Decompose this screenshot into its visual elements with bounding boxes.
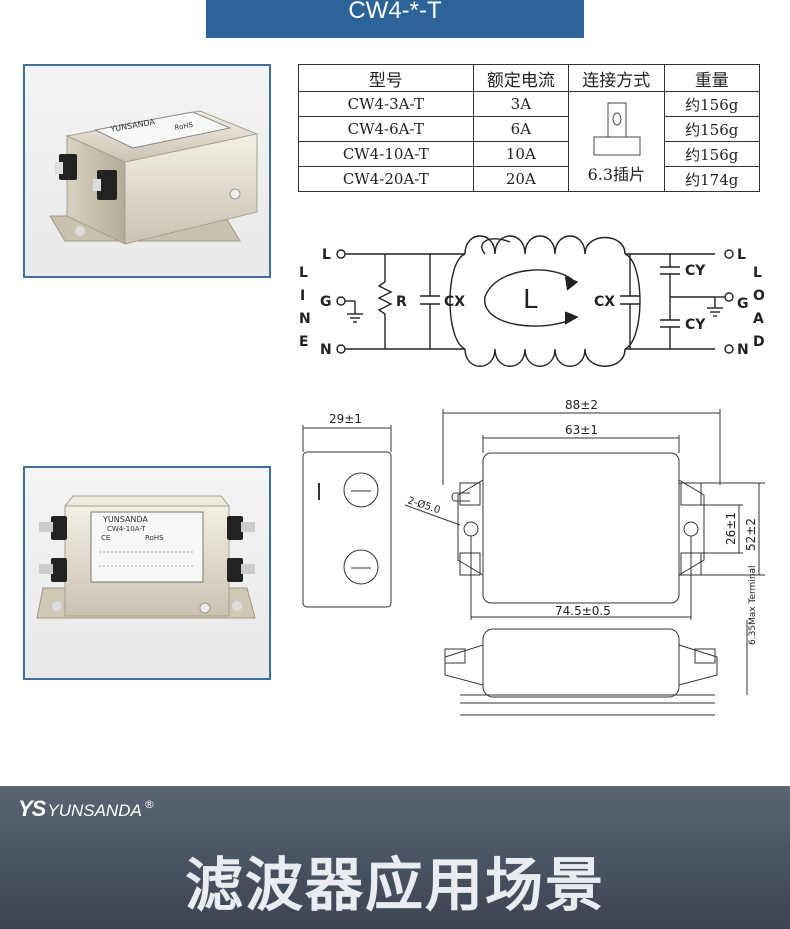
dim-body-width: 63±1	[565, 423, 598, 437]
section-title: 滤波器应用场景	[184, 851, 605, 919]
page-title-banner: CW4-*-T	[206, 0, 584, 38]
cell-weight: 约156g	[663, 141, 761, 167]
load-letter: D	[753, 334, 765, 350]
cell-model: CW4-3A-T	[298, 91, 474, 117]
label-inductor: L	[523, 285, 538, 315]
header-connection: 连接方式	[568, 64, 665, 92]
cell-weight: 约156g	[663, 116, 761, 142]
filter-photo-illustration-front: YUNSANDA CW4-10A-T CE RoHS	[36, 495, 256, 619]
cell-current: 3A	[472, 91, 570, 117]
dimension-drawing: 29±1 88±2 63±1 74.5±0.5 2-Ø5.0 26±1 52±2…	[302, 398, 765, 716]
line-letter: L	[299, 265, 308, 281]
photo2-brand: YUNSANDA	[102, 515, 148, 524]
label-cx-right: CX	[594, 294, 615, 310]
photo2-model: CW4-10A-T	[107, 525, 146, 533]
brand-logo-group: YS YUNSANDA ®	[18, 796, 155, 822]
brand-registered-mark: ®	[143, 798, 155, 811]
header-model: 型号	[298, 64, 474, 92]
brand-logo: YS	[18, 796, 46, 821]
label-cx-left: CX	[444, 294, 465, 310]
product-photo-top: YUNSANDA RoHS	[23, 64, 271, 278]
dim-overall-width: 88±2	[565, 398, 598, 412]
tab-terminal-icon	[593, 102, 641, 155]
terminal-right-l: L	[737, 247, 746, 263]
table-row: CW4-20A-T 20A 约174g	[298, 166, 761, 192]
dim-hole-spacing: 74.5±0.5	[555, 604, 611, 618]
load-letter: O	[753, 288, 765, 304]
photo2-rohs: RoHS	[145, 534, 164, 542]
table-row: CW4-3A-T 3A 6.3插片 约156g	[298, 91, 761, 192]
header-current: 额定电流	[472, 64, 570, 92]
label-cy-top: CY	[685, 263, 706, 279]
circuit-schematic: L G N L G N L I N E L O A D R CX CX CY C…	[299, 235, 765, 367]
table-row: CW4-6A-T 6A 约156g	[298, 116, 761, 142]
footer-banner: YS YUNSANDA ® 滤波器应用场景	[0, 786, 790, 929]
cell-model: CW4-10A-T	[298, 141, 474, 167]
line-letter: N	[299, 311, 311, 327]
terminal-right-n: N	[737, 342, 749, 358]
terminal-right-g: G	[737, 296, 749, 312]
cell-model: CW4-20A-T	[298, 166, 474, 192]
product-photo-bottom: YUNSANDA CW4-10A-T CE RoHS	[23, 466, 271, 680]
spec-table: 型号 额定电流 连接方式 重量 CW4-3A-T 3A 6.3插片 约156g …	[298, 64, 761, 192]
line-letter: E	[299, 334, 309, 350]
load-letter: L	[753, 265, 762, 281]
label-r: R	[396, 294, 407, 310]
cell-model: CW4-6A-T	[298, 116, 474, 142]
spec-table-header-row: 型号 额定电流 连接方式 重量	[298, 64, 761, 92]
cell-current: 10A	[472, 141, 570, 167]
table-row: CW4-10A-T 10A 约156g	[298, 141, 761, 167]
photo1-rohs: RoHS	[174, 121, 194, 132]
load-letter: A	[753, 311, 764, 327]
dim-terminal: 6.35Max Terminal	[748, 565, 758, 645]
filter-photo-illustration: YUNSANDA RoHS	[49, 110, 259, 245]
connection-label: 6.3插片	[587, 164, 646, 184]
dim-outer-height: 52±2	[744, 518, 758, 551]
label-cy-bottom: CY	[685, 317, 706, 333]
line-letter: I	[300, 288, 305, 304]
cell-weight: 约156g	[663, 91, 761, 117]
terminal-left-l: L	[322, 247, 331, 263]
brand-name: YUNSANDA	[47, 801, 142, 820]
dim-hole-spec: 2-Ø5.0	[406, 494, 442, 516]
cell-connection: 6.3插片	[568, 91, 665, 192]
header-weight: 重量	[663, 64, 761, 92]
dim-inner-height: 26±1	[724, 512, 738, 545]
cell-current: 6A	[472, 116, 570, 142]
cell-weight: 约174g	[663, 166, 761, 192]
page-title: CW4-*-T	[348, 0, 442, 24]
cell-current: 20A	[472, 166, 570, 192]
photo2-ce: CE	[101, 534, 110, 542]
dim-depth: 29±1	[329, 412, 362, 426]
terminal-left-n: N	[320, 342, 332, 358]
terminal-left-g: G	[320, 294, 332, 310]
